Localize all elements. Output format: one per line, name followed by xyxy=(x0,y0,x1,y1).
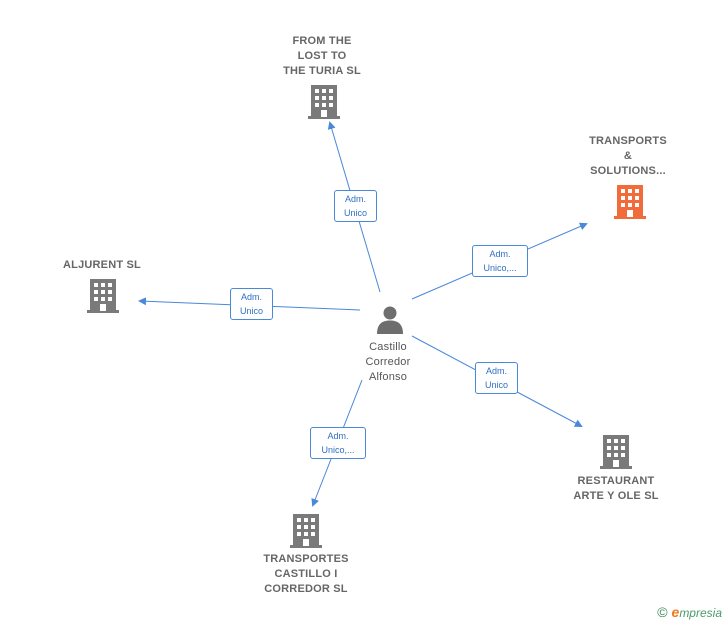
edge-label-restaurant-arte[interactable]: Adm. Unico xyxy=(475,362,518,394)
building-svg xyxy=(308,85,340,119)
building-icon[interactable] xyxy=(600,435,632,474)
building-svg xyxy=(290,514,322,548)
building-icon[interactable] xyxy=(308,85,340,124)
building-svg xyxy=(600,435,632,469)
building-svg xyxy=(87,279,119,313)
building-icon-highlight[interactable] xyxy=(614,185,646,224)
company-label-transports-solutions[interactable]: TRANSPORTS & SOLUTIONS... xyxy=(589,135,667,177)
company-label-from-the-lost[interactable]: FROM THE LOST TO THE TURIA SL xyxy=(283,35,361,77)
building-icon[interactable] xyxy=(87,279,119,318)
person-label[interactable]: Castillo Corredor Alfonso xyxy=(365,341,411,383)
brand-footer: © empresia xyxy=(657,604,722,620)
person-icon[interactable] xyxy=(375,304,405,339)
brand-logo: empresia xyxy=(671,604,722,620)
company-label-aljurent[interactable]: ALJURENT SL xyxy=(63,259,141,271)
company-label-restaurant-arte[interactable]: RESTAURANT ARTE Y OLE SL xyxy=(573,475,659,502)
edge-label-transportes-castillo[interactable]: Adm. Unico,... xyxy=(310,427,366,459)
copyright-icon: © xyxy=(657,604,668,620)
edge-label-transports-solutions[interactable]: Adm. Unico,... xyxy=(472,245,528,277)
edge-label-from-the-lost[interactable]: Adm. Unico xyxy=(334,190,377,222)
building-svg xyxy=(614,185,646,219)
company-label-transportes-castillo[interactable]: TRANSPORTES CASTILLO I CORREDOR SL xyxy=(263,553,349,595)
building-icon[interactable] xyxy=(290,514,322,553)
edge-label-aljurent[interactable]: Adm. Unico xyxy=(230,288,273,320)
